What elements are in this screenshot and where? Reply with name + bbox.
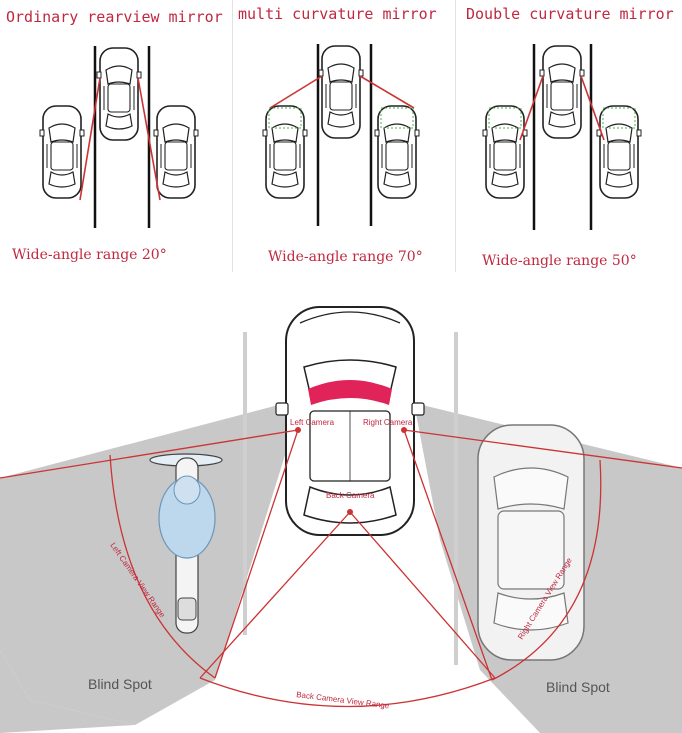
panel-3-caption: Wide-angle range 50° xyxy=(482,253,637,269)
camera-rays xyxy=(0,429,682,708)
panel-2-illustration xyxy=(262,44,420,226)
motorcycle xyxy=(149,453,223,634)
panel-3-illustration xyxy=(482,44,642,230)
panel-2-title: multi curvature mirror xyxy=(238,5,437,23)
left-gray-zone xyxy=(0,403,286,725)
panel-1-title: Ordinary rearview mirror xyxy=(6,8,223,26)
camera-diagram: Left Camera Right Camera Back Camera Lef… xyxy=(0,306,682,733)
panel-1-illustration xyxy=(39,46,199,228)
back-camera-label: Back Camera xyxy=(326,491,375,500)
blind-spot-right-label: Blind Spot xyxy=(546,679,610,695)
panel-divider xyxy=(232,0,233,272)
panel-3-title: Double curvature mirror xyxy=(466,5,674,23)
panel-2-caption: Wide-angle range 70° xyxy=(268,249,423,265)
panel-1-caption: Wide-angle range 20° xyxy=(12,247,167,263)
right-parked-car xyxy=(477,424,585,661)
left-camera-label: Left Camera xyxy=(290,418,335,427)
back-range-label: Back Camera View Range xyxy=(296,690,391,710)
blind-spot-left-label: Blind Spot xyxy=(88,676,152,692)
right-camera-label: Right Camera xyxy=(363,418,413,427)
main-car xyxy=(275,306,425,536)
front-camera-band xyxy=(308,380,392,405)
panel-divider xyxy=(455,0,456,272)
